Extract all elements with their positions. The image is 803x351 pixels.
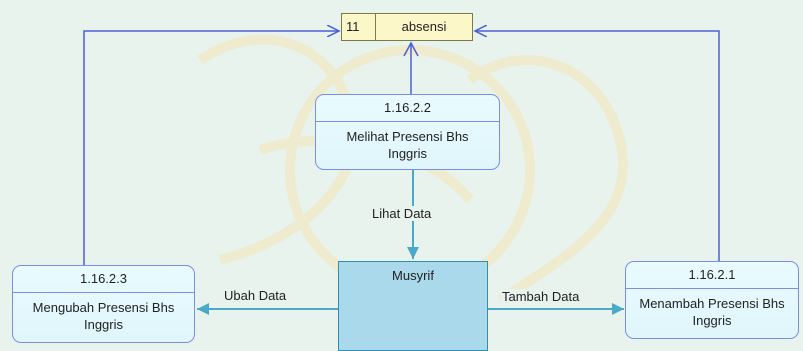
entity-name: Musyrif	[392, 268, 434, 283]
flow-label-lihat-data: Lihat Data	[371, 206, 433, 221]
process-mengubah-presensi[interactable]: 1.16.2.3 Mengubah Presensi Bhs Inggris	[12, 265, 195, 343]
process-menambah-presensi[interactable]: 1.16.2.1 Menambah Presensi Bhs Inggris	[625, 261, 799, 339]
process-name: Mengubah Presensi Bhs Inggris	[32, 300, 175, 332]
data-store-id: 11	[342, 14, 376, 40]
data-store-name: absensi	[401, 19, 447, 34]
process-name: Melihat Presensi Bhs Inggris	[346, 129, 469, 161]
process-id: 1.16.2.3	[13, 266, 194, 293]
process-id: 1.16.2.2	[316, 95, 499, 122]
flow-store-middle-arrow	[403, 41, 419, 57]
entity-musyrif[interactable]: Musyrif	[338, 261, 488, 351]
flow-label-tambah-data: Tambah Data	[501, 289, 581, 304]
flow-store-right	[475, 31, 720, 262]
process-melihat-presensi[interactable]: 1.16.2.2 Melihat Presensi Bhs Inggris	[315, 94, 500, 170]
process-id: 1.16.2.1	[626, 262, 798, 289]
process-name: Menambah Presensi Bhs Inggris	[639, 296, 785, 328]
flow-store-left	[83, 31, 339, 266]
flow-label-ubah-data: Ubah Data	[223, 288, 288, 303]
data-store-absensi[interactable]: 11 absensi	[341, 13, 473, 41]
diagram-canvas	[83, 0, 720, 315]
